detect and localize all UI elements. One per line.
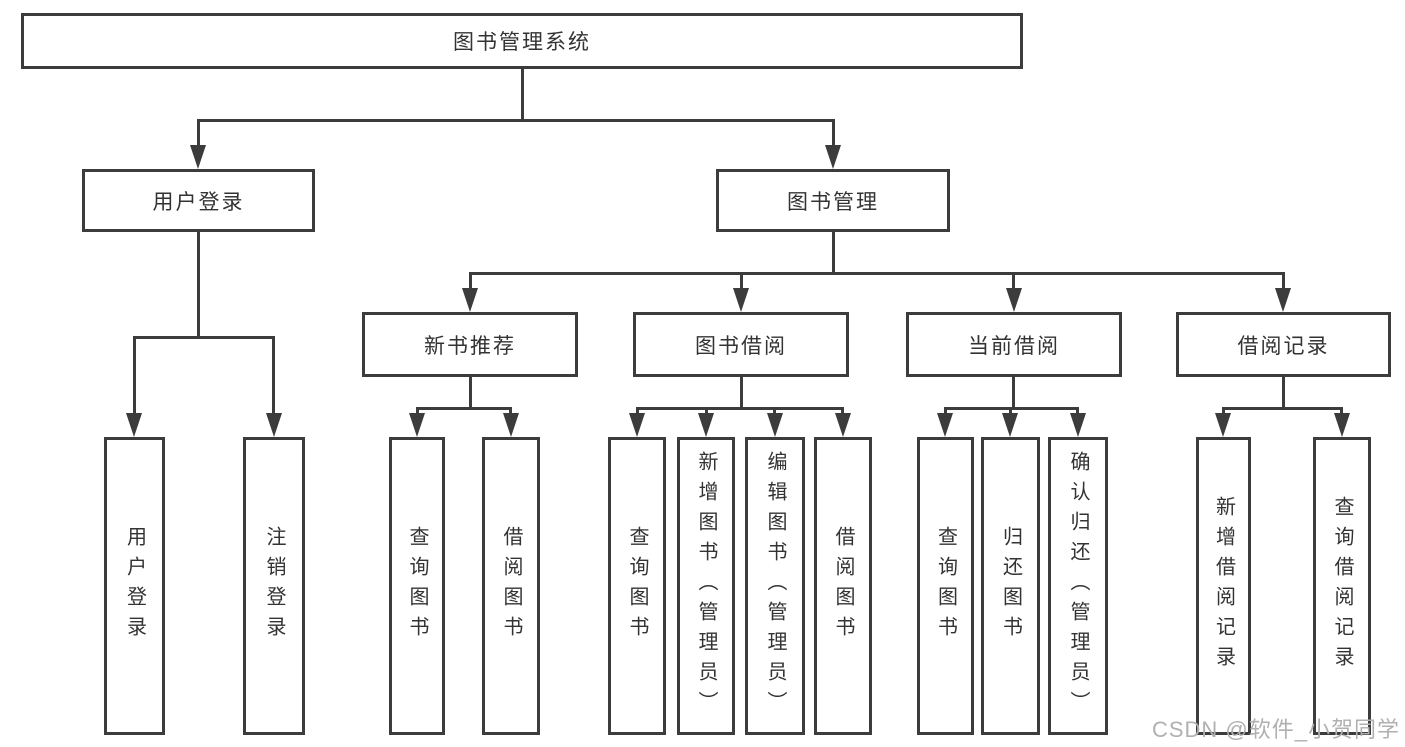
connector-leaf-stem <box>133 339 136 415</box>
leaf-user-login: 用户登录 <box>104 437 165 735</box>
arrow-down-icon <box>126 413 142 437</box>
node-book-borrow: 图书借阅 <box>633 312 849 377</box>
arrow-down-icon <box>629 413 645 437</box>
connector-root-drop <box>521 69 524 121</box>
node-library-management-system: 图书管理系统 <box>21 13 1023 69</box>
arrow-down-icon <box>503 413 519 437</box>
node-book-management: 图书管理 <box>716 169 950 232</box>
leaf-borrow-books: 借阅图书 <box>814 437 872 735</box>
arrow-down-icon <box>462 288 478 312</box>
leaf-query-books-current: 查询图书 <box>917 437 974 735</box>
leaf-query-borrow-record-label: 查询借阅记录 <box>1331 496 1353 676</box>
leaf-edit-books-admin: 编辑图书（管理员） <box>745 437 805 735</box>
node-library-management-system-label: 图书管理系统 <box>453 31 591 54</box>
arrow-down-icon <box>767 413 783 437</box>
leaf-borrow-books-label: 借阅图书 <box>832 526 854 646</box>
arrow-down-icon <box>1006 288 1022 312</box>
connector-new-book-rail <box>416 407 512 410</box>
connector-leaf-stem <box>1282 275 1285 290</box>
arrow-down-icon <box>1002 413 1018 437</box>
connector-current-borrow-drop <box>1012 377 1015 407</box>
leaf-query-borrow-record: 查询借阅记录 <box>1313 437 1371 735</box>
leaf-return-books-label: 归还图书 <box>999 526 1022 646</box>
leaf-borrow-books-recommend: 借阅图书 <box>482 437 540 735</box>
connector-leaf-stem <box>469 275 472 290</box>
connector-leaf-stem <box>1012 275 1015 290</box>
connector-current-borrow-rail <box>944 407 1079 410</box>
leaf-query-books-current-label: 查询图书 <box>934 526 957 646</box>
connector-book-management-stem <box>832 122 835 147</box>
arrow-down-icon <box>266 413 282 437</box>
leaf-add-books-admin: 新增图书（管理员） <box>677 437 735 735</box>
node-current-borrow: 当前借阅 <box>906 312 1122 377</box>
connector-borrow-records-rail <box>1222 407 1343 410</box>
arrow-down-icon <box>1215 413 1231 437</box>
arrow-down-icon <box>733 288 749 312</box>
watermark: CSDN @软件_小贺同学 <box>1151 717 1400 742</box>
connector-user-login-rail <box>133 336 275 339</box>
connector-new-book-drop <box>469 377 472 407</box>
leaf-edit-books-admin-label: 编辑图书（管理员） <box>764 451 786 721</box>
leaf-confirm-return-admin: 确认归还（管理员） <box>1048 437 1108 735</box>
arrow-down-icon <box>825 145 841 169</box>
leaf-add-borrow-record-label: 新增借阅记录 <box>1212 496 1235 676</box>
node-current-borrow-label: 当前借阅 <box>968 334 1060 358</box>
node-book-management-label: 图书管理 <box>787 190 879 214</box>
connector-borrow-records-drop <box>1282 377 1285 407</box>
arrow-down-icon <box>190 145 206 169</box>
leaf-query-books-borrow-label: 查询图书 <box>626 526 648 646</box>
node-borrow-records: 借阅记录 <box>1176 312 1391 377</box>
arrow-down-icon <box>1334 413 1350 437</box>
connector-book-management-drop <box>832 232 835 272</box>
node-book-borrow-label: 图书借阅 <box>695 334 787 358</box>
leaf-add-books-admin-label: 新增图书（管理员） <box>695 451 717 721</box>
leaf-query-books-recommend-label: 查询图书 <box>406 526 428 646</box>
leaf-add-borrow-record: 新增借阅记录 <box>1196 437 1251 735</box>
leaf-borrow-books-recommend-label: 借阅图书 <box>500 526 522 646</box>
connector-leaf-stem <box>272 339 275 415</box>
connector-user-login-stem <box>197 122 200 147</box>
leaf-logout-label: 注销登录 <box>263 526 285 646</box>
connector-book-borrow-rail <box>636 407 844 410</box>
leaf-user-login-label: 用户登录 <box>123 526 146 646</box>
arrow-down-icon <box>1070 413 1086 437</box>
node-new-book-recommend-label: 新书推荐 <box>424 334 516 358</box>
connector-user-login-drop <box>197 232 200 336</box>
node-user-login: 用户登录 <box>82 169 315 232</box>
leaf-return-books: 归还图书 <box>981 437 1040 735</box>
leaf-confirm-return-admin-label: 确认归还（管理员） <box>1067 451 1089 721</box>
node-user-login-label: 用户登录 <box>152 190 245 214</box>
leaf-query-books-borrow: 查询图书 <box>608 437 666 735</box>
arrow-down-icon <box>937 413 953 437</box>
connector-book-borrow-drop <box>740 377 743 407</box>
arrow-down-icon <box>1275 288 1291 312</box>
connector-level3-rail <box>469 272 1285 275</box>
connector-level2-rail <box>197 119 835 122</box>
leaf-query-books-recommend: 查询图书 <box>389 437 445 735</box>
arrow-down-icon <box>698 413 714 437</box>
leaf-logout: 注销登录 <box>243 437 305 735</box>
connector-leaf-stem <box>740 275 743 290</box>
arrow-down-icon <box>409 413 425 437</box>
arrow-down-icon <box>835 413 851 437</box>
node-borrow-records-label: 借阅记录 <box>1237 334 1330 358</box>
node-new-book-recommend: 新书推荐 <box>362 312 578 377</box>
